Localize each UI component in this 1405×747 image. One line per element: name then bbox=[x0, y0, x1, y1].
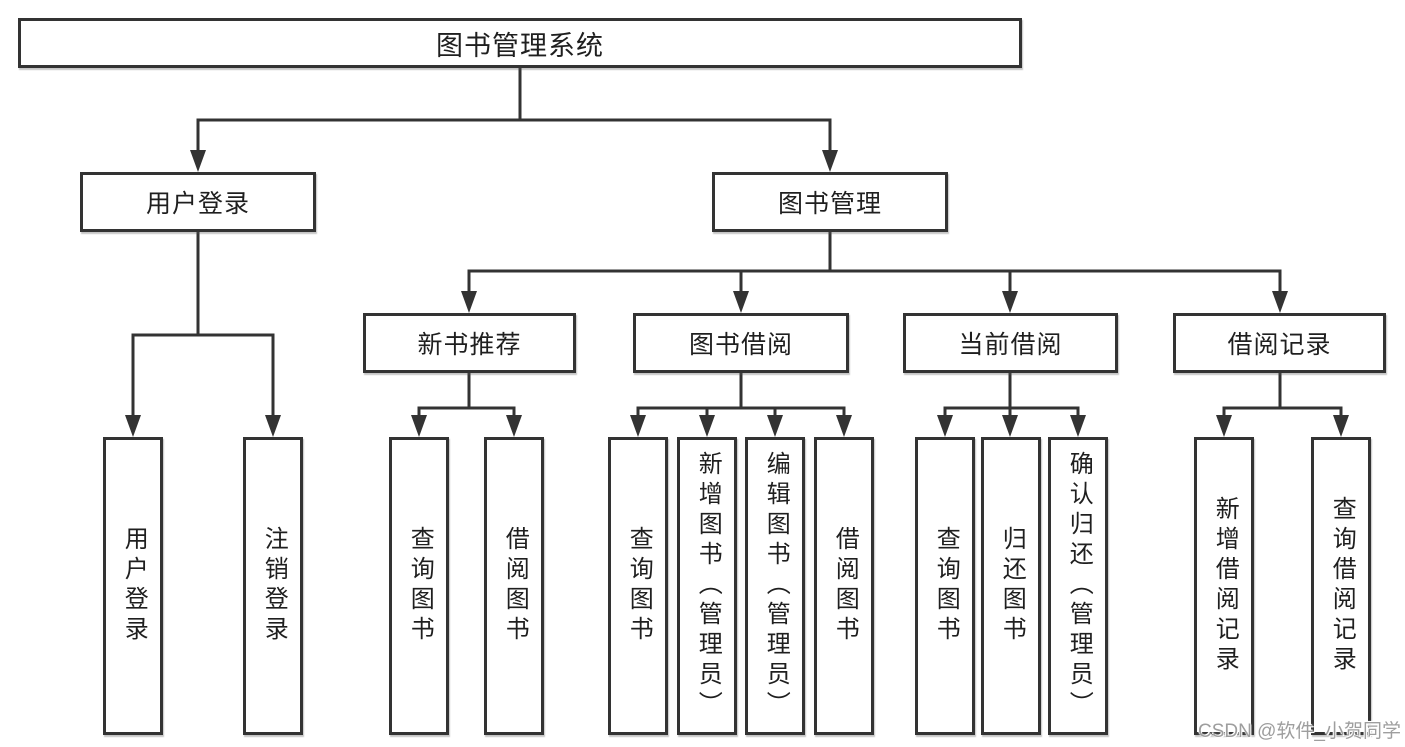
connector-new-book-recommend-to-leaves bbox=[417, 373, 516, 417]
node-library-management-system: 图书管理系统 bbox=[18, 18, 1022, 68]
node-user-login: 用户登录 bbox=[80, 172, 316, 232]
leaf-borrow-books: 借阅图书 bbox=[814, 437, 874, 735]
node-book-management: 图书管理 bbox=[712, 172, 948, 232]
leaf-label: 借阅图书 bbox=[501, 526, 529, 646]
leaf-query-borrowing-record: 查询借阅记录 bbox=[1311, 437, 1371, 735]
leaf-query-books-current: 查询图书 bbox=[915, 437, 975, 735]
node-label: 当前借阅 bbox=[958, 331, 1063, 359]
node-label: 用户登录 bbox=[145, 190, 250, 218]
leaf-label: 借阅图书 bbox=[831, 526, 859, 646]
node-borrowing-records: 借阅记录 bbox=[1173, 313, 1386, 373]
leaf-label: 查询图书 bbox=[932, 526, 960, 646]
leaf-add-borrowing-record: 新增借阅记录 bbox=[1194, 437, 1254, 735]
leaf-query-books-recommend: 查询图书 bbox=[389, 437, 449, 735]
node-label: 图书管理 bbox=[777, 190, 882, 218]
leaf-user-login: 用户登录 bbox=[103, 437, 163, 735]
leaf-borrow-books-recommend: 借阅图书 bbox=[484, 437, 544, 735]
leaf-label: 查询借阅记录 bbox=[1328, 496, 1356, 676]
node-label: 图书管理系统 bbox=[436, 30, 604, 61]
connector-book-borrowing-to-leaves bbox=[636, 373, 846, 417]
node-label: 图书借阅 bbox=[688, 331, 793, 359]
node-label: 新书推荐 bbox=[417, 331, 522, 359]
leaf-return-books: 归还图书 bbox=[981, 437, 1041, 735]
leaf-label: 归还图书 bbox=[998, 526, 1026, 646]
node-book-borrowing: 图书借阅 bbox=[633, 313, 849, 373]
node-label: 借阅记录 bbox=[1227, 331, 1332, 359]
leaf-label: 编辑图书（管理员） bbox=[762, 451, 790, 721]
leaf-logout: 注销登录 bbox=[243, 437, 303, 735]
leaf-label: 查询图书 bbox=[406, 526, 434, 646]
connector-borrowing-records-to-leaves bbox=[1222, 373, 1343, 417]
leaf-label: 查询图书 bbox=[625, 526, 653, 646]
connector-book-management-to-level3 bbox=[467, 232, 1282, 293]
connector-user-login-to-leaves bbox=[131, 232, 275, 417]
leaf-label: 注销登录 bbox=[260, 526, 288, 646]
connector-root-to-level2 bbox=[196, 68, 832, 152]
csdn-watermark: CSDN @软件_小贺同学 bbox=[1198, 721, 1401, 742]
leaf-edit-books-admin: 编辑图书（管理员） bbox=[745, 437, 805, 735]
leaf-confirm-return-admin: 确认归还（管理员） bbox=[1048, 437, 1108, 735]
node-current-borrowing: 当前借阅 bbox=[903, 313, 1118, 373]
leaf-query-books-borrowing: 查询图书 bbox=[608, 437, 668, 735]
node-new-book-recommend: 新书推荐 bbox=[363, 313, 576, 373]
leaf-label: 用户登录 bbox=[120, 526, 148, 646]
leaf-label: 新增图书（管理员） bbox=[694, 451, 722, 721]
leaf-label: 确认归还（管理员） bbox=[1065, 451, 1093, 721]
leaf-add-books-admin: 新增图书（管理员） bbox=[677, 437, 737, 735]
arrowhead-icons bbox=[125, 150, 1349, 437]
leaf-label: 新增借阅记录 bbox=[1211, 496, 1239, 676]
connector-current-borrowing-to-leaves bbox=[943, 373, 1080, 417]
